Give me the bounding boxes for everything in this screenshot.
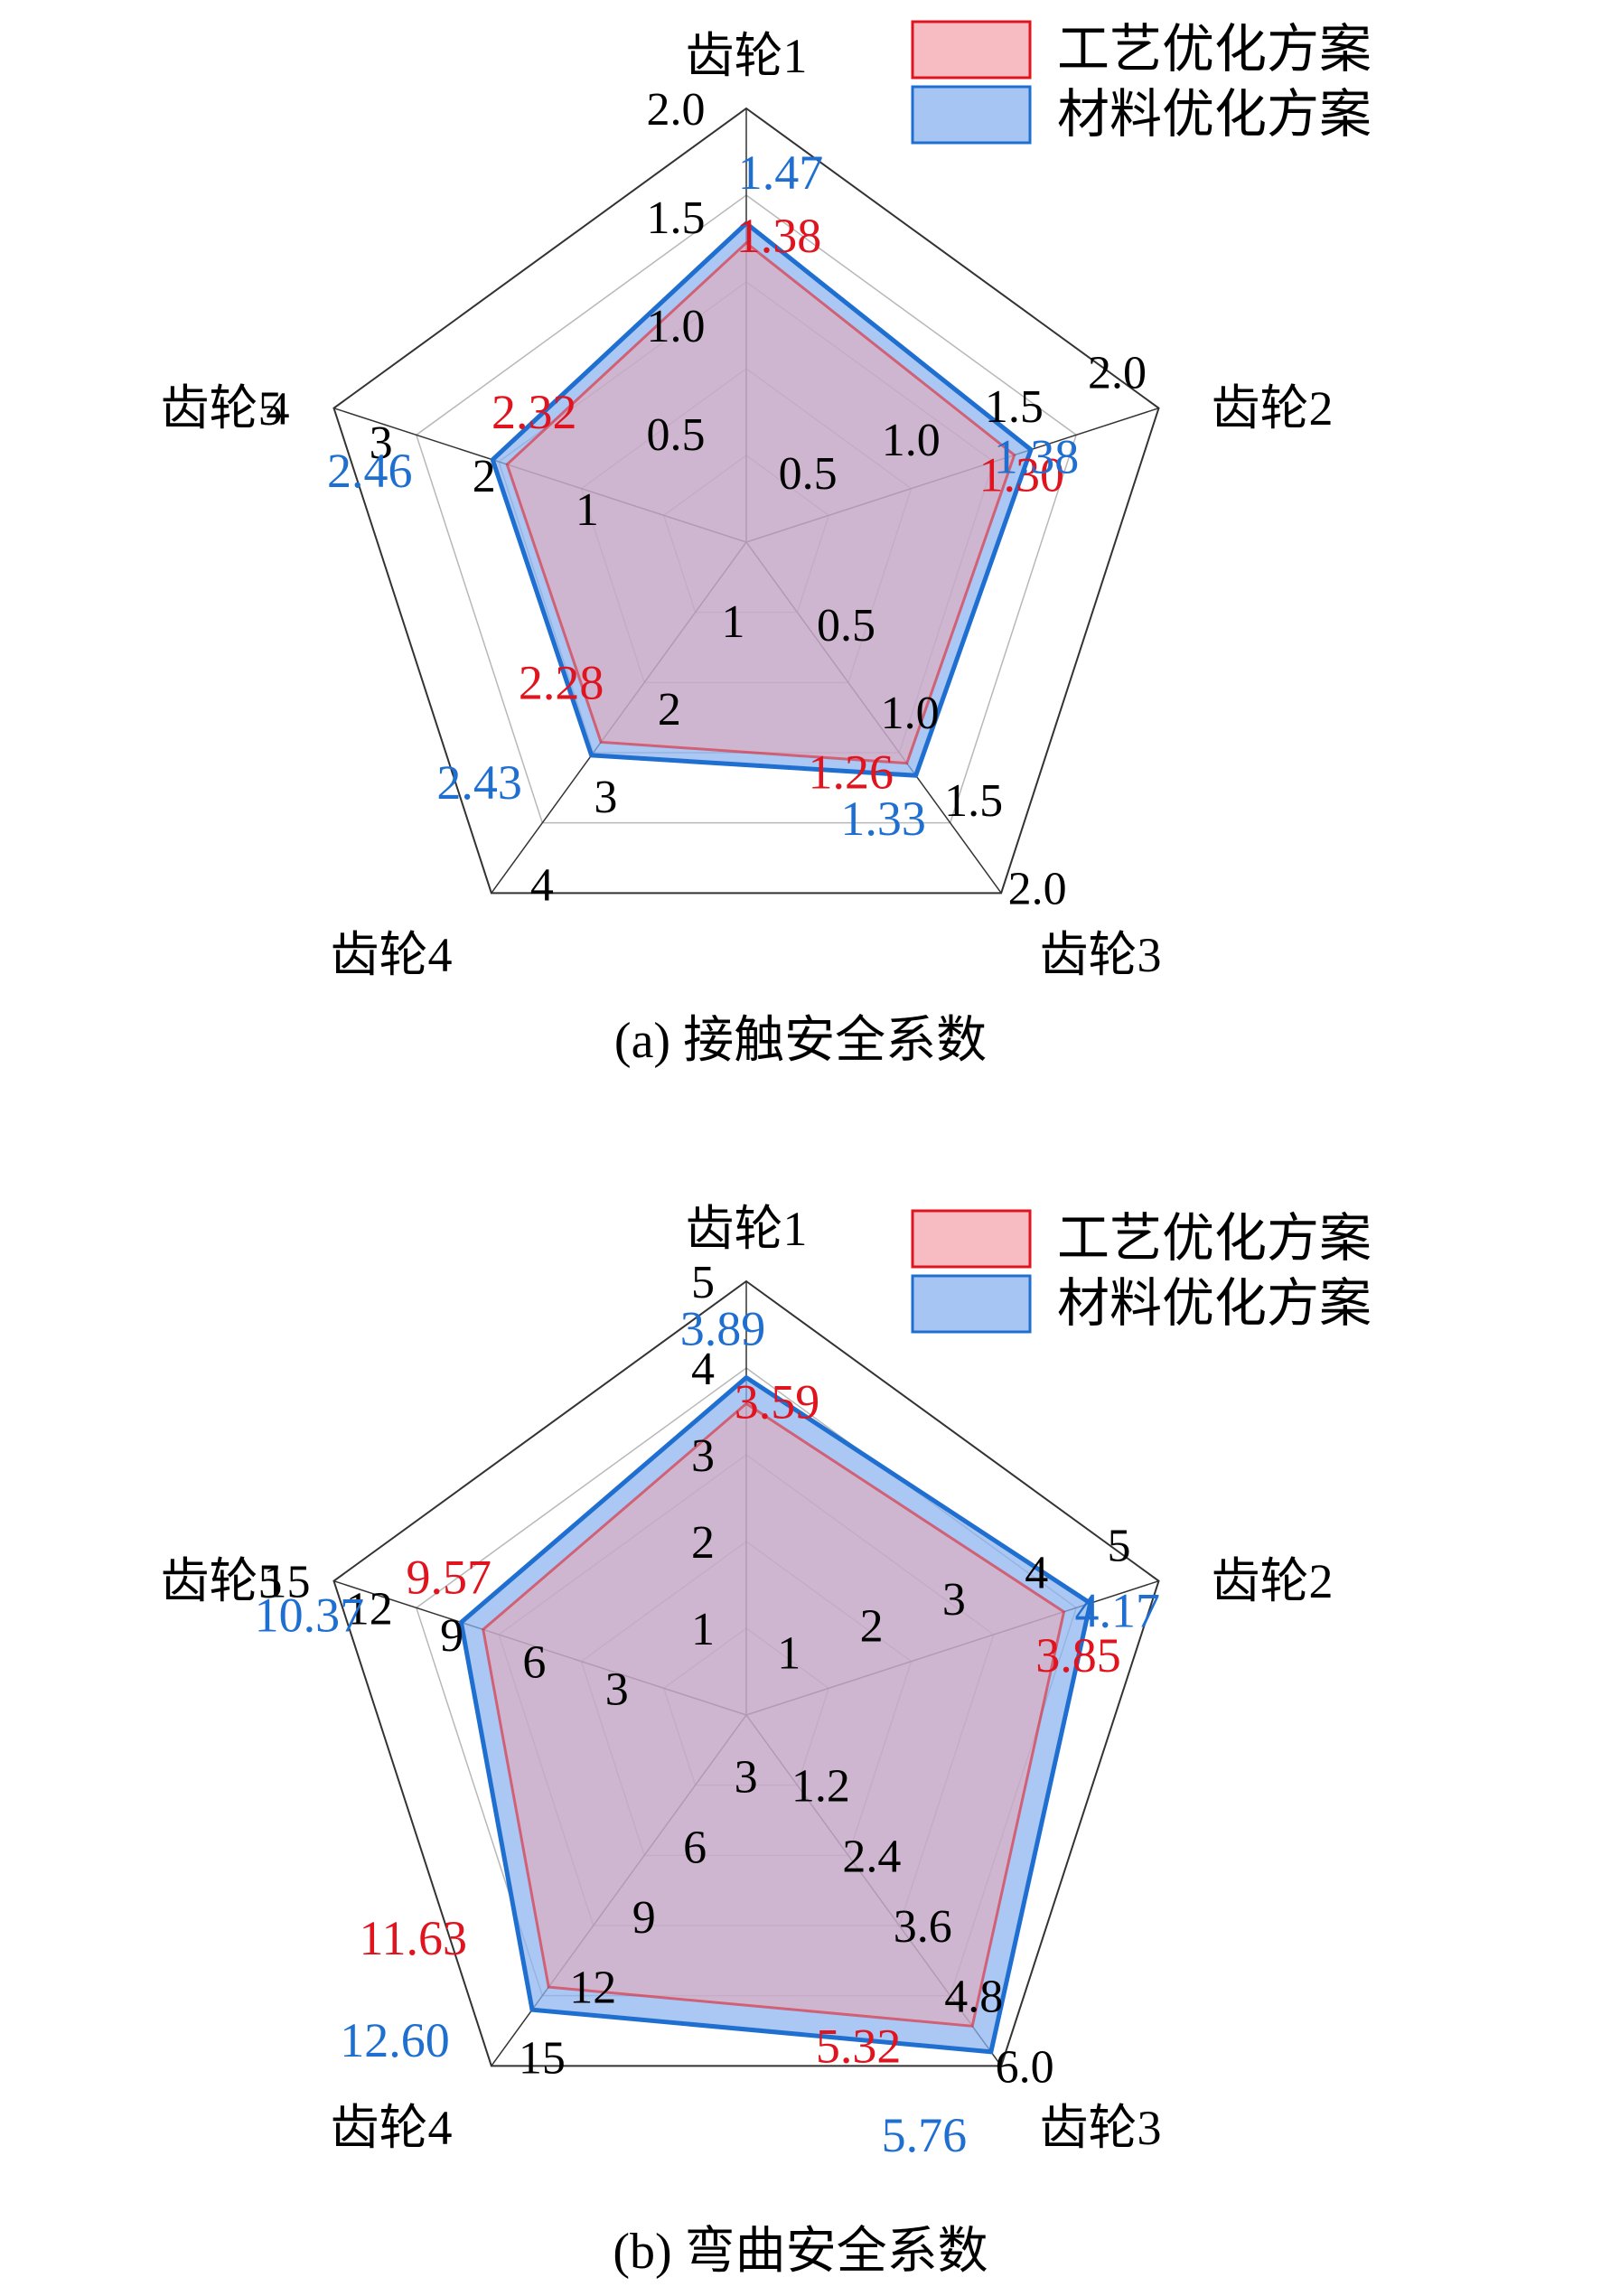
axis-tick-label: 6: [683, 1822, 707, 1873]
axis-name-label: 齿轮4: [331, 928, 453, 982]
chart-caption: (a) 接触安全系数: [614, 1013, 987, 1069]
legend-swatch-material: [911, 1274, 1032, 1334]
data-label-material: 1.38: [994, 430, 1080, 484]
legend-swatch-material: [911, 85, 1032, 145]
radar-grid-ring: [415, 194, 1078, 824]
axis-name-label: 齿轮3: [1040, 928, 1162, 982]
axis-tick-label: 1: [576, 484, 599, 536]
axis-tick-label: 1.0: [882, 415, 941, 466]
data-label-process: 3.85: [1035, 1628, 1121, 1682]
axis-tick-label: 2.0: [1088, 348, 1147, 399]
data-label-material: 1.33: [840, 792, 926, 846]
axis-name-label: 齿轮1: [686, 1202, 808, 1256]
series-polygon-process: [505, 240, 1016, 765]
axis-tick-label: 4.8: [944, 1972, 1003, 2023]
data-label-material: 4.17: [1074, 1583, 1160, 1637]
radar-grid-ring: [332, 107, 1160, 895]
axis-tick-label: 15: [519, 2032, 566, 2084]
data-label-process: 2.28: [519, 655, 604, 709]
axis-tick-label: 5: [1108, 1521, 1131, 1572]
axis-tick-label: 4: [691, 1344, 715, 1395]
axis-tick-label: 1.0: [647, 301, 706, 352]
axis-tick-label: 0.5: [817, 600, 875, 651]
axis-tick-label: 2: [860, 1601, 884, 1653]
legend-label-process: 工艺优化方案: [1057, 1209, 1372, 1268]
axis-tick-label: 2: [473, 451, 496, 502]
legend-label-material: 材料优化方案: [1057, 1274, 1372, 1333]
chart-caption: (b) 弯曲安全系数: [613, 2224, 988, 2280]
data-label-process: 1.38: [736, 209, 822, 263]
legend-swatch-process: [911, 20, 1032, 80]
data-label-material: 5.76: [882, 2108, 968, 2162]
axis-tick-label: 1.0: [881, 688, 940, 739]
axis-tick-label: 2.4: [842, 1831, 901, 1882]
radar-chart-bending-svg: 12345123451.22.43.64.86.036912153691215齿…: [161, 1202, 1372, 2280]
axis-tick-label: 1: [721, 596, 744, 648]
axis-tick-label: 3: [735, 1752, 758, 1804]
data-label-material: 2.43: [436, 755, 522, 810]
axis-name-label: 齿轮3: [1040, 2101, 1162, 2155]
data-label-process: 5.32: [816, 2019, 902, 2073]
data-label-material: 2.46: [327, 444, 413, 498]
axis-tick-label: 3: [370, 417, 393, 469]
data-label-material: 3.89: [680, 1302, 766, 1356]
axis-tick-label: 2.0: [1008, 863, 1067, 914]
axis-tick-label: 0.5: [779, 448, 838, 500]
axis-tick-label: 6: [522, 1637, 546, 1689]
axis-tick-label: 12: [346, 1583, 393, 1635]
axis-tick-label: 3.6: [894, 1901, 952, 1953]
axis-tick-label: 1.5: [647, 192, 706, 244]
data-label-process: 1.30: [978, 448, 1064, 502]
axis-tick-label: 5: [691, 1257, 715, 1308]
axis-name-label: 齿轮5: [161, 381, 283, 436]
axis-tick-label: 2: [691, 1517, 715, 1569]
axis-name-label: 齿轮5: [161, 1554, 283, 1608]
axis-tick-label: 1.5: [944, 775, 1003, 827]
axis-name-label: 齿轮4: [331, 2101, 453, 2155]
axis-tick-label: 3: [594, 772, 617, 823]
axis-tick-label: 4: [266, 384, 289, 436]
data-label-process: 2.32: [492, 385, 577, 439]
axis-tick-label: 1: [777, 1627, 800, 1679]
axis-tick-label: 2.0: [647, 84, 706, 136]
data-label-process: 1.26: [808, 745, 894, 800]
data-label-process: 9.57: [406, 1550, 492, 1604]
axis-tick-label: 2: [658, 684, 681, 736]
axis-name-label: 齿轮1: [686, 29, 808, 83]
axis-tick-label: 1.2: [791, 1761, 850, 1813]
legend-label-process: 工艺优化方案: [1057, 20, 1372, 79]
axis-tick-label: 3: [691, 1430, 715, 1482]
data-label-process: 11.63: [359, 1911, 467, 1965]
axis-tick-label: 9: [440, 1610, 463, 1662]
data-label-material: 12.60: [340, 2013, 450, 2067]
axis-tick-label: 12: [569, 1963, 616, 2014]
axis-tick-label: 3: [605, 1663, 629, 1715]
axis-tick-label: 15: [263, 1557, 310, 1608]
data-label-process: 3.59: [735, 1374, 820, 1429]
data-label-material: 1.47: [738, 145, 824, 200]
axis-tick-label: 6.0: [996, 2041, 1054, 2093]
series-polygon-process: [482, 1401, 1066, 2028]
legend-swatch-process: [911, 1209, 1032, 1269]
axis-tick-label: 1.5: [985, 381, 1044, 433]
axis-tick-label: 3: [942, 1574, 966, 1626]
axis-tick-label: 4: [530, 859, 554, 911]
radar-grid-ring: [332, 1279, 1160, 2067]
axis-tick-label: 0.5: [647, 409, 706, 461]
data-label-material: 10.37: [255, 1588, 365, 1642]
axis-tick-label: 9: [632, 1892, 656, 1944]
axis-name-label: 齿轮2: [1212, 1554, 1334, 1608]
axis-tick-label: 4: [1025, 1547, 1048, 1598]
radar-chart-contact-svg: 0.51.01.52.00.51.01.52.00.51.01.52.01234…: [161, 20, 1372, 1069]
axis-tick-label: 1: [691, 1604, 715, 1655]
axis-name-label: 齿轮2: [1212, 381, 1334, 436]
legend-label-material: 材料优化方案: [1057, 85, 1372, 144]
